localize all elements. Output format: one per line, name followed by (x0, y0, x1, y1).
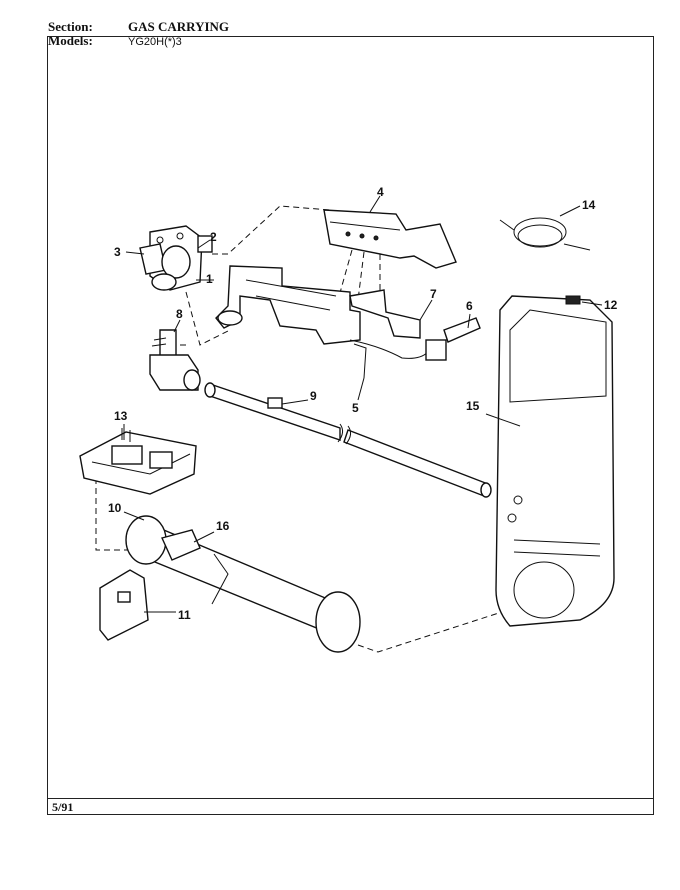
combustion-chamber-part (125, 515, 361, 653)
wire-harness-part (499, 217, 591, 251)
callout-numbers: 1 2 3 4 5 6 7 8 9 10 11 12 13 14 15 16 (108, 185, 618, 622)
footer-date: 5/91 (52, 800, 74, 814)
callout-16: 16 (216, 519, 230, 533)
mounting-bracket-part (215, 265, 367, 379)
callout-10: 10 (108, 501, 122, 515)
burner-part (323, 209, 457, 269)
callout-8: 8 (176, 307, 183, 321)
models-value: YG20H(*)3 (128, 36, 182, 48)
models-label: Models: (48, 33, 93, 48)
valve-cover-part (79, 428, 197, 495)
section-header: Section: GAS CARRYING (48, 20, 229, 34)
callout-6: 6 (466, 299, 473, 313)
callout-5: 5 (352, 401, 359, 415)
callout-11: 11 (178, 608, 191, 622)
footer-divider (47, 798, 654, 799)
callout-9: 9 (310, 389, 317, 403)
callout-4: 4 (377, 185, 384, 199)
callout-13: 13 (114, 409, 128, 423)
callout-2: 2 (210, 230, 217, 244)
diagram-frame (47, 36, 654, 815)
models-header: Models: YG20H(*)3 (48, 34, 182, 49)
section-label: Section: (48, 19, 93, 34)
clip-part (565, 295, 581, 305)
callout-12: 12 (604, 298, 618, 312)
igniter-bracket-part (349, 289, 421, 339)
callout-15: 15 (466, 399, 480, 413)
callout-7: 7 (430, 287, 437, 301)
section-value: GAS CARRYING (128, 19, 230, 34)
heat-shield-part (495, 295, 615, 627)
support-bracket-part (99, 569, 149, 641)
assembly-lines (95, 205, 509, 653)
gas-valve-part (139, 225, 213, 291)
callout-3: 3 (114, 245, 121, 259)
gas-pipe-part (204, 382, 492, 498)
orifice-elbow-part (149, 329, 201, 391)
igniter-part (349, 317, 481, 361)
callout-leaders (123, 195, 603, 613)
callout-14: 14 (582, 198, 596, 212)
callout-1: 1 (206, 272, 213, 286)
